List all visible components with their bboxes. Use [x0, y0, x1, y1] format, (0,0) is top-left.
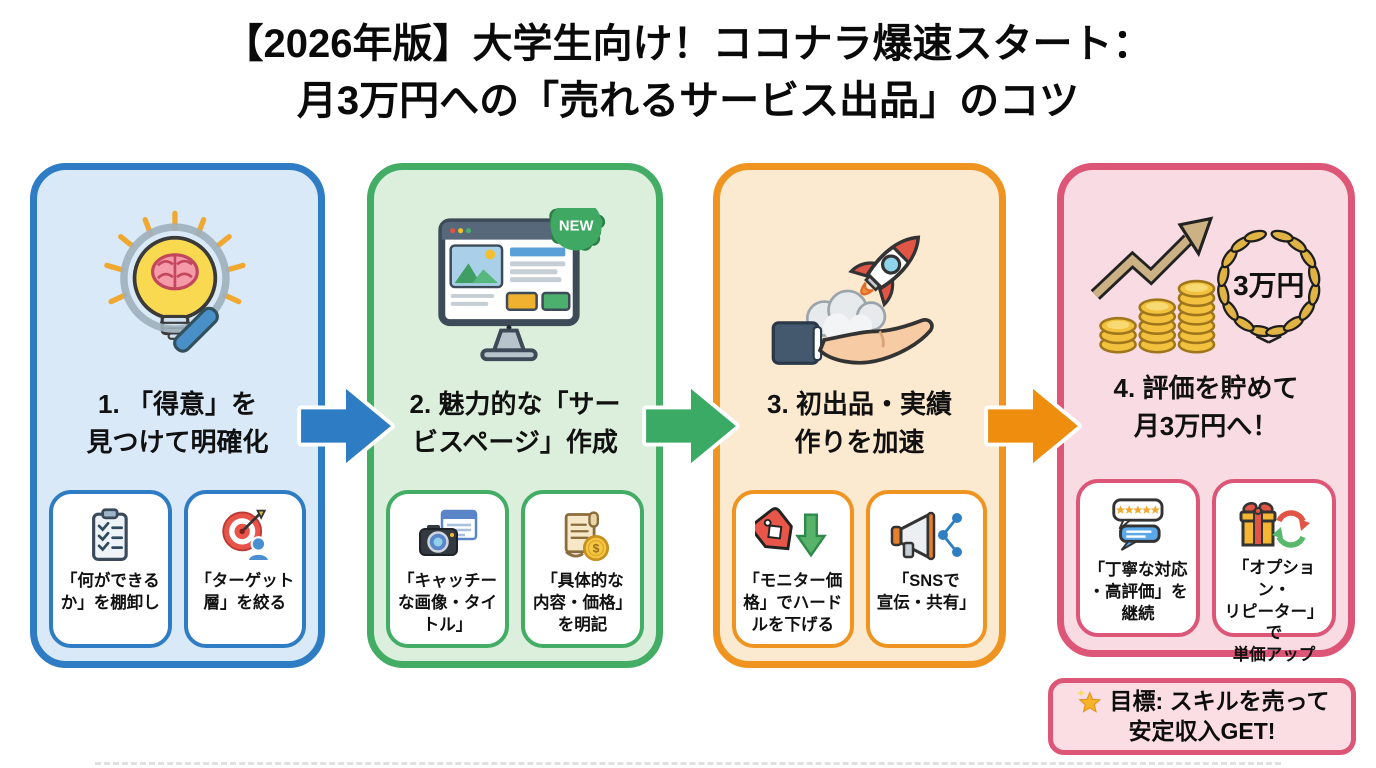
- tip-label: 「丁寧な対応 ・高評価」を 継続: [1088, 561, 1188, 623]
- tip-label: 「モニター価 格」でハード ルを下げる: [743, 572, 843, 634]
- tip-card-catchy-image: 「キャッチー な画像・タイ トル」: [386, 490, 509, 648]
- step-1-title: 1. 「得意」を 見つけて明確化: [86, 389, 269, 457]
- step-card-3: 3. 初出品・実績 作りを加速 「モニター価 格」でハード ルを下げる: [713, 163, 1006, 668]
- goal-banner: 目標: スキルを売って 安定収入GET!: [1048, 678, 1356, 755]
- tip-label: 「SNSで 宣伝・共有」: [876, 572, 976, 612]
- flow-arrow-3-icon: [984, 385, 1082, 467]
- flow-arrow-1-icon: [297, 385, 395, 467]
- tip-card-inventory: 「何ができる か」を棚卸し: [49, 490, 172, 648]
- new-badge-icon: NEW: [548, 208, 605, 251]
- svg-text:3万円: 3万円: [1233, 270, 1304, 301]
- step-card-2: NEW 2. 魅力的な「サー ビスページ」作成: [367, 163, 663, 668]
- svg-text:$: $: [592, 542, 599, 556]
- page-title-line1: 【2026年版】大学生向け！ココナラ爆速スタート：: [223, 22, 1153, 66]
- tip-label: 「キャッチー な画像・タイ トル」: [398, 572, 497, 634]
- step-3-title: 3. 初出品・実績 作りを加速: [767, 389, 952, 457]
- tip-label: 「ターゲット 層」を絞る: [195, 572, 295, 612]
- tip-card-pricing: $ 「具体的な 内容・価格」 を明記: [521, 490, 644, 648]
- tip-label: 「オプション・ リピーター」で 単価アップ: [1224, 559, 1324, 665]
- step-card-1: 1. 「得意」を 見つけて明確化 「何ができる か」を棚卸し: [30, 163, 325, 668]
- glowing-star-icon: [1076, 688, 1101, 713]
- svg-text:NEW: NEW: [558, 219, 593, 235]
- tip-card-target: 「ターゲット 層」を絞る: [183, 490, 306, 648]
- tip-card-sns-share: 「SNSで 宣伝・共有」: [865, 490, 987, 648]
- tip-card-monitor-price: 「モニター価 格」でハード ルを下げる: [732, 490, 854, 648]
- gift-repeat-icon: [1237, 495, 1311, 551]
- scroll-price-icon: $: [554, 506, 612, 564]
- camera-image-icon: [416, 506, 480, 564]
- megaphone-share-icon: [888, 506, 964, 564]
- price-tag-down-arrow-icon: [755, 506, 830, 564]
- step-card-4: 3万円 4. 評価を貯めて 月3万円へ！: [1057, 163, 1355, 664]
- five-star-review-icon: [1107, 495, 1169, 553]
- laurel-wreath-icon: [1216, 229, 1321, 338]
- goal-text-line2: 安定収入GET!: [1128, 717, 1276, 744]
- checklist-clipboard-icon: [81, 506, 139, 564]
- page-title-line2: 月3万円への「売れるサービス出品」のコツ: [296, 78, 1080, 123]
- tip-label: 「具体的な 内容・価格」 を明記: [533, 572, 632, 634]
- tip-label: 「何ができる か」を棚卸し: [60, 572, 160, 612]
- lightbulb-brain-magnifier-icon: [92, 208, 262, 376]
- page-title: 【2026年版】大学生向け！ココナラ爆速スタート： 月3万円への「売れるサービス…: [0, 16, 1376, 130]
- tip-card-repeat: 「オプション・ リピーター」で 単価アップ: [1212, 479, 1336, 664]
- step-2-title: 2. 魅力的な「サー ビスページ」作成: [409, 389, 621, 457]
- target-audience-icon: [216, 506, 274, 564]
- service-page-monitor-icon: NEW: [424, 208, 607, 376]
- rocket-launch-hand-icon: [769, 208, 950, 376]
- bottom-divider: [95, 762, 1281, 765]
- coins-growth-wreath-icon: 3万円: [1085, 200, 1328, 360]
- tip-card-reviews: 「丁寧な対応 ・高評価」を 継続: [1076, 479, 1200, 637]
- goal-text-line1: 目標: スキルを売って: [1109, 687, 1330, 714]
- flow-arrow-2-icon: [642, 385, 740, 467]
- step-4-title: 4. 評価を貯めて 月3万円へ！: [1113, 373, 1299, 441]
